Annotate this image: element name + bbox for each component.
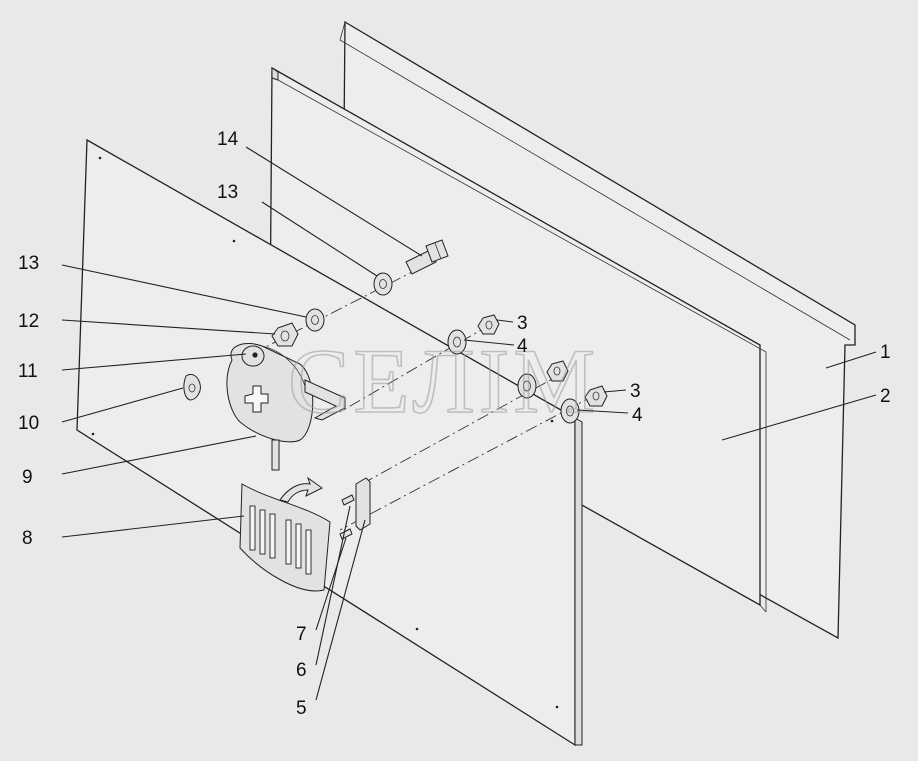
watermark: СЕЛІМ xyxy=(288,330,599,432)
washer-4-upper xyxy=(447,329,467,355)
callout-10: 10 xyxy=(18,413,39,434)
callout-14: 14 xyxy=(217,129,239,150)
panel-2 xyxy=(269,66,767,613)
nut-3-lower xyxy=(584,385,608,407)
screw-6 xyxy=(341,494,355,506)
callout-2: 2 xyxy=(880,386,891,407)
callout-3-lower: 3 xyxy=(630,381,641,402)
callout-7: 7 xyxy=(296,624,307,645)
tab-11 xyxy=(241,345,265,367)
leader-lines xyxy=(61,146,877,701)
nut-rear-middle xyxy=(546,360,569,382)
panel-5 xyxy=(76,138,583,747)
bracket-5 xyxy=(355,477,371,531)
nut-3-upper xyxy=(477,314,500,335)
washer-rear-middle xyxy=(517,373,537,399)
bolt-14 xyxy=(405,239,449,275)
callout-1: 1 xyxy=(880,342,891,363)
callout-13-lower: 13 xyxy=(18,253,39,274)
callouts: 14 13 13 12 11 10 9 8 7 6 5 3 4 3 4 1 2 xyxy=(18,129,891,719)
callout-9: 9 xyxy=(22,467,33,488)
callout-4-upper: 4 xyxy=(517,336,528,357)
callout-13-upper: 13 xyxy=(217,182,238,203)
callout-12: 12 xyxy=(18,311,39,332)
callout-6: 6 xyxy=(296,660,307,681)
holder-8 xyxy=(239,476,331,592)
callout-5: 5 xyxy=(296,698,307,719)
nut-12 xyxy=(271,322,299,347)
first-aid-kit-9 xyxy=(226,343,346,471)
callout-11: 11 xyxy=(18,361,38,382)
washer-13-upper xyxy=(373,272,393,296)
callout-4-lower: 4 xyxy=(632,405,643,426)
callout-3-upper: 3 xyxy=(517,313,528,334)
washer-13-lower xyxy=(305,308,325,332)
washer-4-lower xyxy=(560,398,580,424)
wing-nut-10 xyxy=(183,373,201,401)
callout-8: 8 xyxy=(22,528,33,549)
